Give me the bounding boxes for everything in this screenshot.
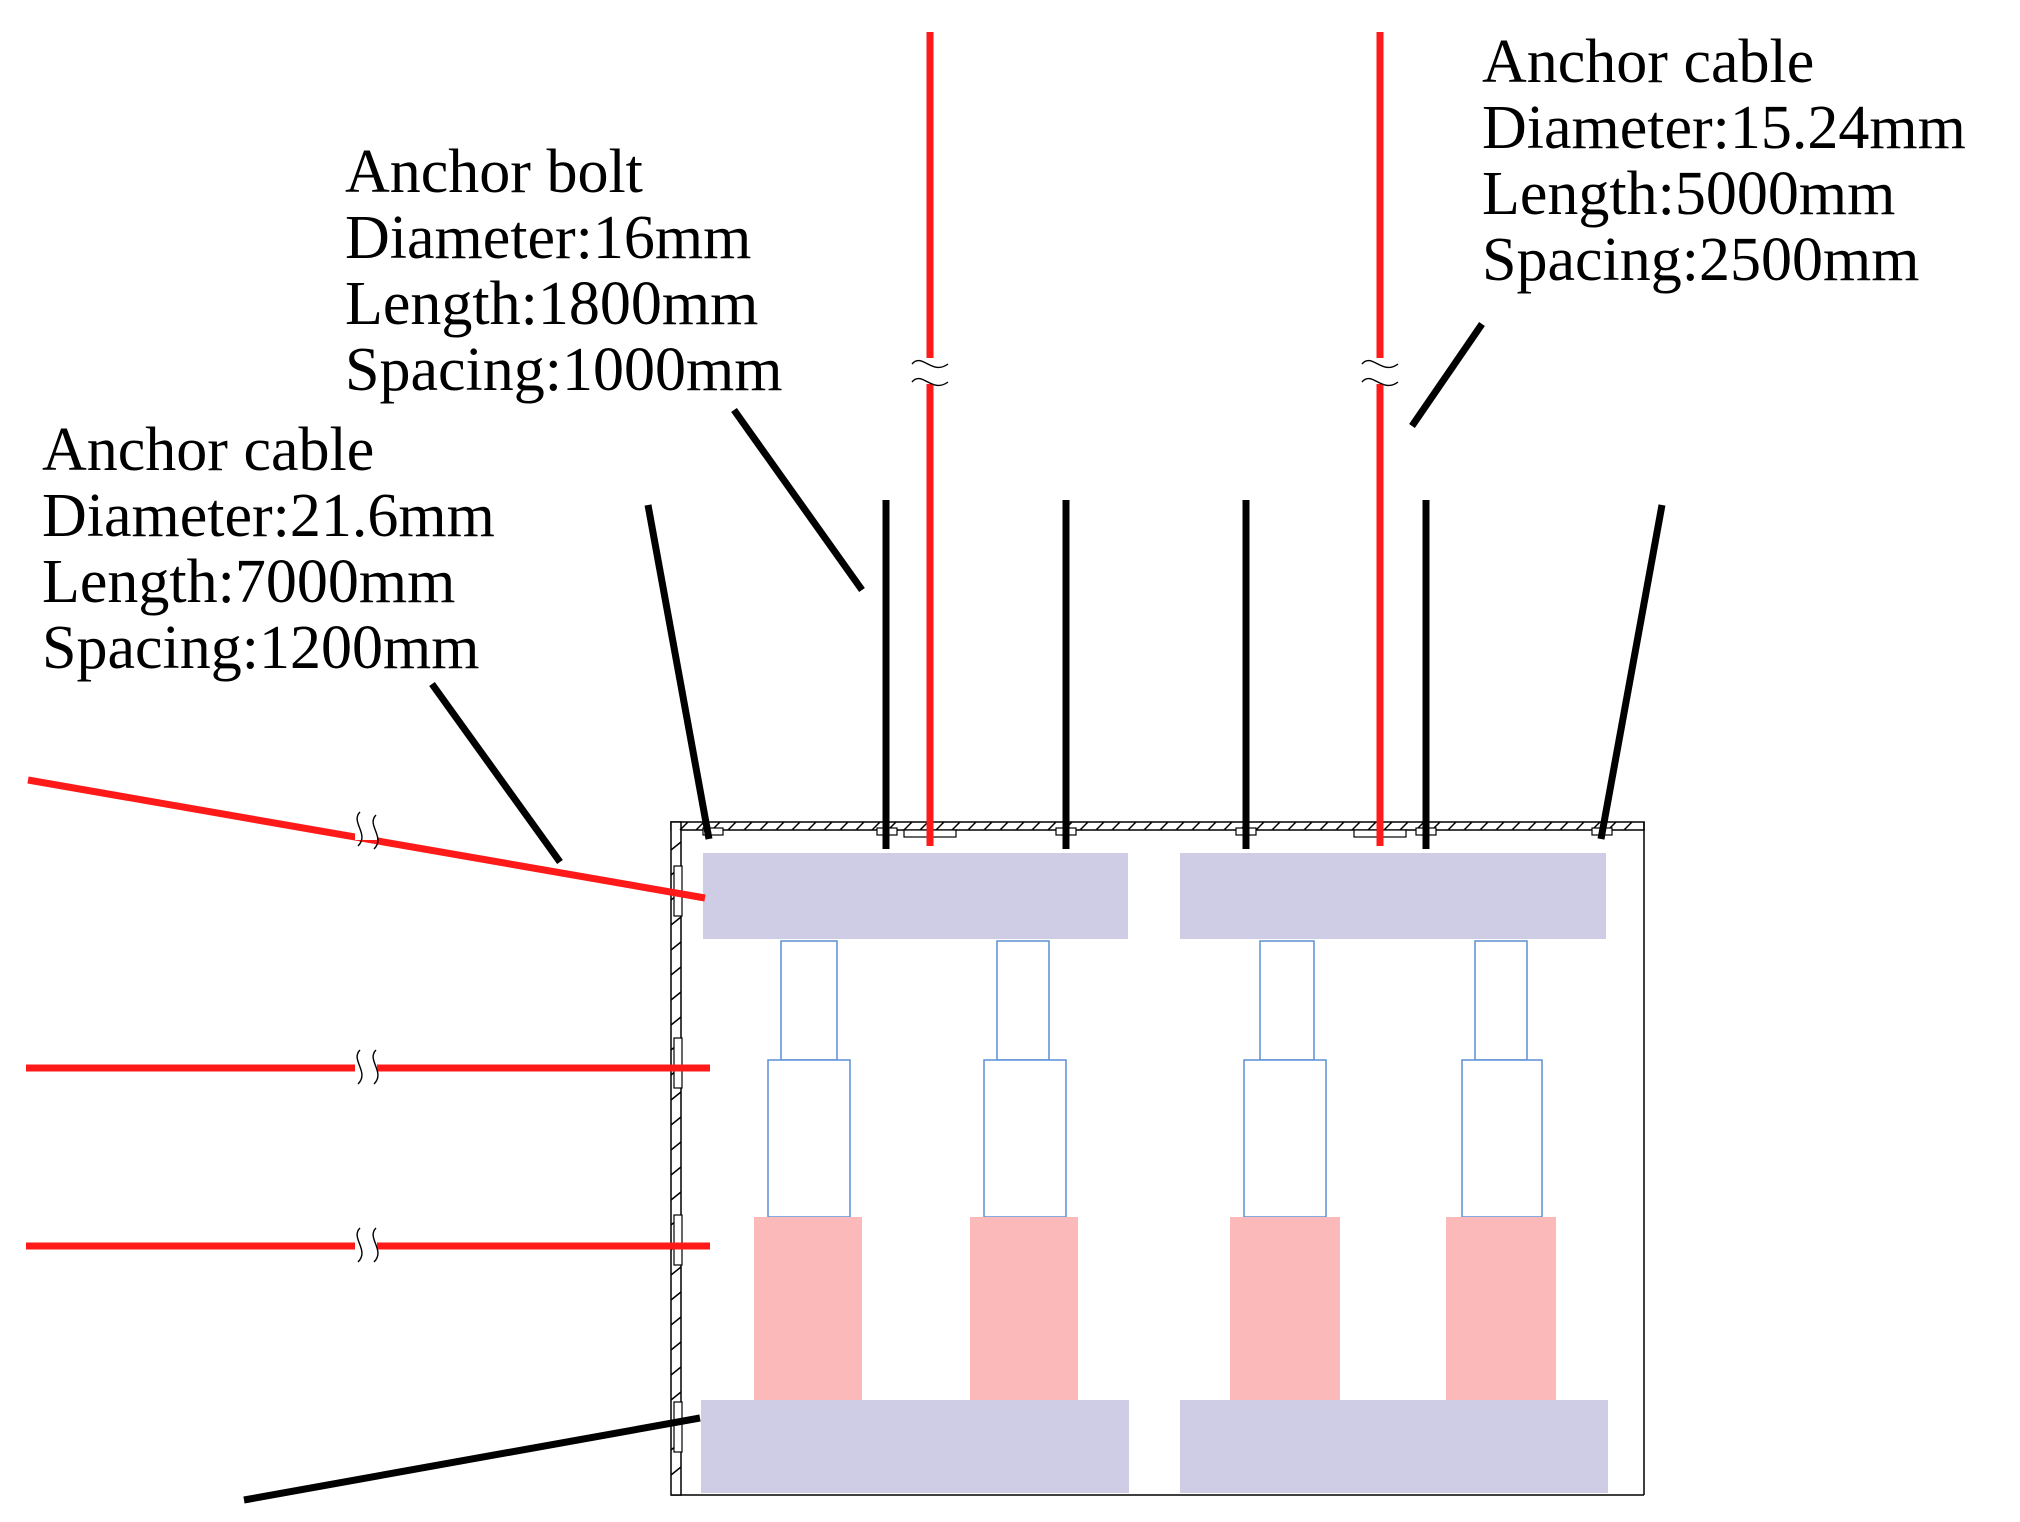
label-length: Length:7000mm: [42, 548, 455, 616]
top-beam-right: [1180, 853, 1606, 939]
bottom-beam-left: [701, 1400, 1129, 1493]
top-lining-hatch: [679, 821, 1633, 831]
label-spacing: Spacing:2500mm: [1482, 226, 1919, 294]
pier-base: [1230, 1217, 1340, 1400]
break-symbol: [355, 811, 379, 1263]
hydraulic-props: [767, 940, 1543, 1218]
pier-bases: [754, 1217, 1556, 1400]
label-length: Length:5000mm: [1482, 160, 1895, 228]
label-length: Length:1800mm: [345, 270, 758, 338]
prop-upper-column: [996, 940, 1050, 1061]
vertical-anchor-cables: [911, 32, 1399, 846]
prop-lower-column: [1461, 1059, 1543, 1218]
anchor-bolts: [644, 500, 1666, 849]
label-title: Anchor bolt: [345, 138, 643, 206]
label-spacing: Spacing:1200mm: [42, 614, 479, 682]
leader-line-cable-top: [1409, 322, 1485, 428]
prop-lower-column: [983, 1059, 1067, 1218]
anchor-bolt-inclined-bottom: [243, 1414, 701, 1504]
pier-base: [970, 1217, 1078, 1400]
leader-line-cable-side: [429, 681, 563, 865]
label-spacing: Spacing:1000mm: [345, 336, 782, 404]
top-beam-left: [703, 853, 1128, 939]
prop-upper-column: [1474, 940, 1528, 1061]
break-symbol: [911, 358, 1399, 387]
anchor-bolt: [1597, 504, 1666, 840]
side-anchor-cables: [26, 776, 710, 1263]
pier-base: [1446, 1217, 1556, 1400]
bottom-beam-right: [1180, 1400, 1608, 1493]
anchor-bolt: [644, 504, 713, 840]
label-diameter: Diameter:15.24mm: [1482, 94, 1966, 162]
label-diameter: Diameter:21.6mm: [42, 482, 495, 550]
leader-line-bolt: [731, 407, 865, 593]
prop-upper-column: [1259, 940, 1315, 1061]
label-title: Anchor cable: [42, 416, 374, 484]
label-anchor-cable-top: Anchor cable Diameter:15.24mm Length:500…: [1482, 28, 1966, 294]
label-diameter: Diameter:16mm: [345, 204, 751, 272]
leader-lines: [429, 322, 1485, 865]
label-anchor-bolt: Anchor bolt Diameter:16mm Length:1800mm …: [345, 138, 782, 404]
label-anchor-cable-side: Anchor cable Diameter:21.6mm Length:7000…: [42, 416, 495, 682]
label-title: Anchor cable: [1482, 28, 1814, 96]
prop-lower-column: [767, 1059, 851, 1218]
prop-upper-column: [780, 940, 838, 1061]
pier-base: [754, 1217, 862, 1400]
prop-lower-column: [1243, 1059, 1327, 1218]
